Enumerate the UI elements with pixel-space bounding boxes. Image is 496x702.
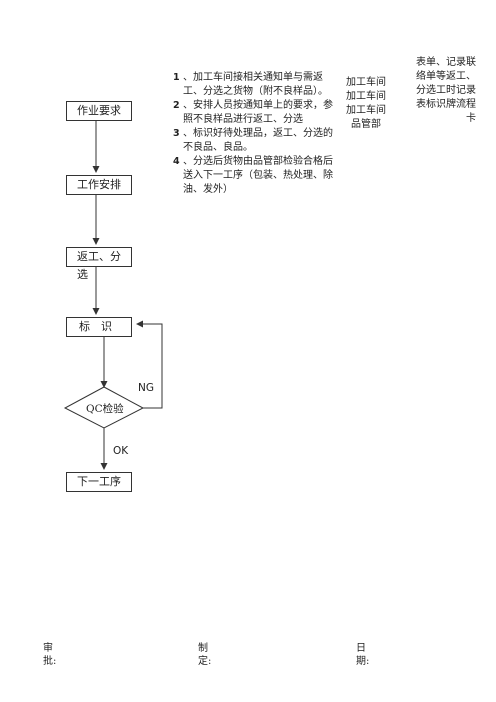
step-text: 、分选后货物由品管部检验合格后送入下一工序（包装、热处理、除油、发外） (183, 156, 333, 195)
step-4: 4 、分选后货物由品管部检验合格后送入下一工序（包装、热处理、除油、发外） (173, 155, 338, 197)
ok-label: OK (113, 445, 129, 457)
department-item: 加工车间 (346, 91, 386, 102)
step-number: 4 (173, 156, 180, 167)
step-text: 、标识好待处理品，返工、分选的不良品、良品。 (183, 128, 333, 153)
box-work-requirement: 作业要求 (66, 101, 132, 121)
step-text: 、加工车间接相关通知单与需返工、分选之货物（附不良样品）。 (183, 72, 328, 97)
department-item: 品管部 (351, 119, 381, 130)
step-number: 2 (173, 100, 180, 111)
step-1: 1 、加工车间接相关通知单与需返工、分选之货物（附不良样品）。 (173, 71, 338, 99)
step-number: 3 (173, 128, 180, 139)
ng-label: NG (138, 382, 154, 394)
responsible-departments: 加工车间 加工车间 加工车间 品管部 (342, 76, 390, 132)
box-marking: 标 识 (66, 317, 132, 337)
step-number: 1 (173, 72, 180, 83)
qc-decision-label: QC检验 (86, 403, 124, 415)
review-approval-label: 审批: (43, 643, 57, 667)
box-next-process: 下一工序 (66, 472, 132, 492)
procedure-steps: 1 、加工车间接相关通知单与需返工、分选之货物（附不良样品）。 2 、安排人员按… (173, 71, 338, 197)
step-text: 、安排人员按通知单上的要求，参照不良样品进行返工、分选 (183, 100, 333, 125)
box-rework-sorting: 返工、分选 (66, 247, 132, 281)
prepared-label: 制定: (198, 643, 212, 667)
date-label: 日期: (356, 643, 370, 667)
forms-records: 表单、记录联络单等返工、分选工时记录表标识牌流程卡 (416, 57, 476, 124)
department-item: 加工车间 (346, 77, 386, 88)
box-work-arrangement: 工作安排 (66, 175, 132, 195)
ng-loop-line (136, 320, 163, 409)
step-3: 3 、标识好待处理品，返工、分选的不良品、良品。 (173, 127, 338, 155)
department-item: 加工车间 (346, 105, 386, 116)
step-2: 2 、安排人员按通知单上的要求，参照不良样品进行返工、分选 (173, 99, 338, 127)
